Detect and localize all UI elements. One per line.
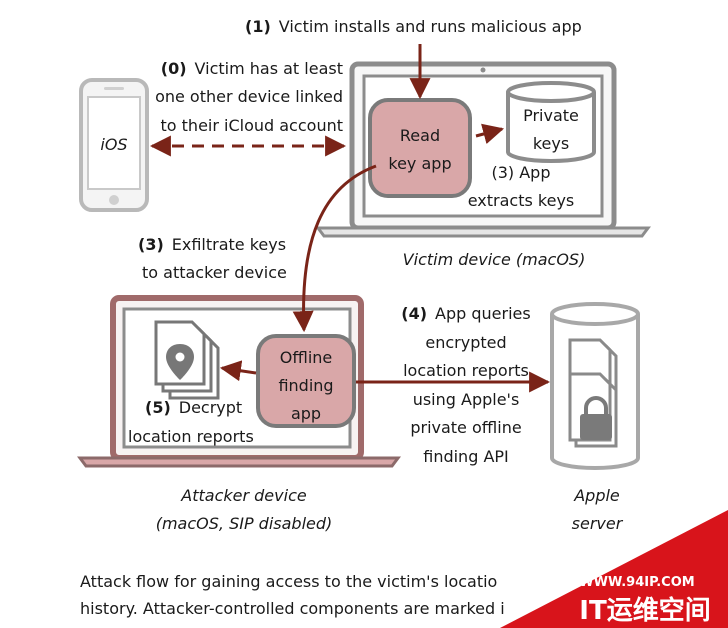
private-keys-cylinder-icon <box>506 81 596 163</box>
attacker-device-label-2: (macOS, SIP disabled) <box>156 514 333 533</box>
apple-server-label-1: Apple <box>573 486 620 505</box>
offline-app-label-1: Offline <box>280 348 333 367</box>
watermark-url: WWW.94IP.COM <box>579 575 694 590</box>
step0-label-1: (0) Victim has at least <box>161 59 343 78</box>
figure-caption-line-2: history. Attacker-controlled components … <box>80 599 505 618</box>
offline-app-label-2: finding <box>278 376 333 395</box>
step3-exfil-text-1: Exfiltrate keys <box>172 235 286 254</box>
step4-text-1: App queries <box>435 304 531 323</box>
read-key-app-label-2: key app <box>388 154 451 173</box>
apple-server-label-2: server <box>572 514 624 533</box>
step4-num: (4) <box>401 304 427 323</box>
read-key-app-box <box>368 98 472 198</box>
step3-exfil-label-1: (3) Exfiltrate keys <box>138 235 286 254</box>
victim-laptop <box>315 61 651 238</box>
attacker-device-label-1: Attacker device <box>180 486 307 505</box>
arrow-read-keys <box>475 123 505 145</box>
figure-caption-line-1: Attack flow for gaining access to the vi… <box>80 572 498 591</box>
private-keys-label-2: keys <box>533 134 569 153</box>
victim-device-label: Victim device (macOS) <box>403 250 586 269</box>
step5-text-1: Decrypt <box>179 398 242 417</box>
step5-num: (5) <box>145 398 171 417</box>
watermark-brand: IT运维空间 <box>579 595 710 626</box>
step1-text: Victim installs and runs malicious app <box>279 17 582 36</box>
ios-label: iOS <box>100 135 127 154</box>
step3-exfil-num: (3) <box>138 235 164 254</box>
step4-label-2: encrypted <box>425 333 506 352</box>
offline-app-label-3: app <box>291 404 321 423</box>
step0-text-1: Victim has at least <box>195 59 343 78</box>
step0-label-3: to their iCloud account <box>161 116 344 135</box>
ios-phone-icon <box>79 78 149 212</box>
step4-label-5: private offline <box>410 418 521 437</box>
step4-label-4: using Apple's <box>413 390 520 409</box>
read-key-app-label-1: Read <box>400 126 440 145</box>
lock-icon <box>580 396 612 440</box>
location-documents-icon <box>154 320 220 400</box>
private-keys-label-1: Private <box>523 106 579 125</box>
step0-label-2: one other device linked <box>155 87 343 106</box>
step1-label: (1) Victim installs and runs malicious ap… <box>245 17 582 36</box>
step5-label-1: (5) Decrypt <box>145 398 242 417</box>
offline-finding-app-box <box>256 334 356 428</box>
step5-label-2: location reports <box>128 427 254 446</box>
apple-server-icon <box>550 302 640 470</box>
step3-app-label-2: extracts keys <box>468 191 575 210</box>
step0-num: (0) <box>161 59 187 78</box>
step4-label-1: (4) App queries <box>401 304 530 323</box>
arrow-decrypt <box>219 360 257 382</box>
arrow-exfiltrate <box>292 164 377 333</box>
step3-app-label-1: (3) App <box>491 163 550 182</box>
step3-exfil-label-2: to attacker device <box>142 263 287 282</box>
step4-label-6: finding API <box>423 447 509 466</box>
step4-label-3: location reports <box>403 361 529 380</box>
step1-num: (1) <box>245 17 271 36</box>
watermark-banner: WWW.94IP.COM IT运维空间 <box>500 510 728 628</box>
